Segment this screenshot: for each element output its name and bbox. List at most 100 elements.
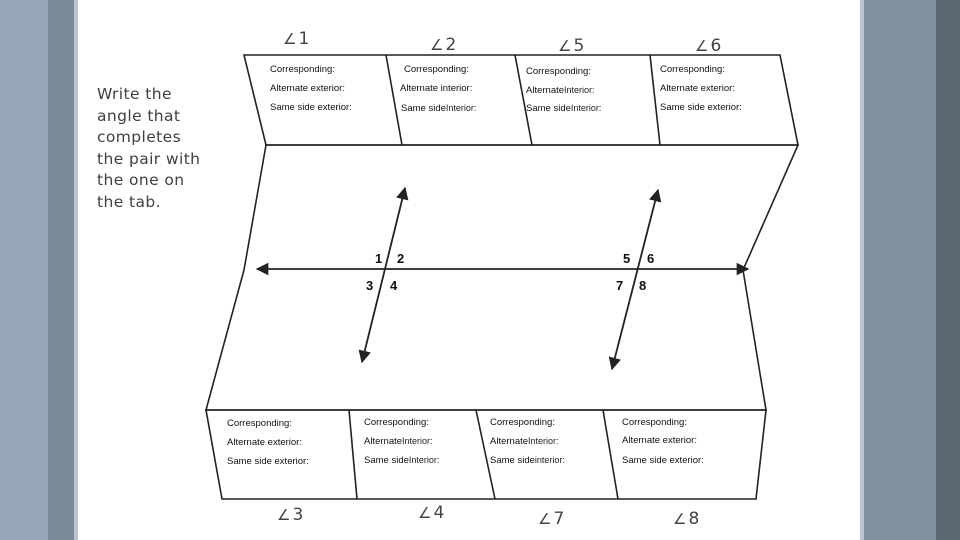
- tab-line-label: Alternate: [526, 85, 565, 96]
- tab-line-fill: Interior:: [408, 455, 440, 465]
- figure-number-4: 4: [390, 278, 398, 293]
- tab-line-label: Corresponding:: [660, 64, 725, 75]
- angle-symbol: ∠: [418, 504, 432, 522]
- bottom-tab-3-line-3: Same side exterior:: [227, 456, 309, 468]
- top-angle-label-1: ∠1: [283, 29, 309, 49]
- angle-number: 5: [573, 36, 585, 56]
- tab-line-fill: Interior:: [570, 103, 602, 113]
- bottom-tab-8-line-2: Alternate exterior:: [622, 435, 697, 447]
- tab-line-label: Same side exterior:: [270, 102, 352, 113]
- tab-line-label: Same side exterior:: [660, 102, 742, 113]
- tab-line-label: Alternate exterior:: [227, 437, 302, 448]
- angle-symbol: ∠: [558, 37, 572, 55]
- tab-line-label: Same side exterior:: [622, 455, 704, 466]
- tab-line-label: Alternate exterior:: [622, 435, 697, 446]
- tab-line-fill: interior:: [534, 455, 565, 465]
- bottom-angle-label-7: ∠7: [538, 509, 564, 529]
- tab-line-label: Alternate: [490, 436, 529, 447]
- tab-line-label: Corresponding:: [526, 66, 591, 77]
- tab-line-label: Same side exterior:: [227, 456, 309, 467]
- instruction-text: Write the angle that completes the pair …: [97, 85, 201, 211]
- tab-line-fill: Interior:: [445, 103, 477, 113]
- angle-number: 6: [710, 36, 722, 56]
- angle-symbol: ∠: [673, 510, 687, 528]
- top-tab-2-line-3: Same sideInterior:: [401, 102, 476, 115]
- main-body-outline: [204, 144, 800, 411]
- bottom-tab-7-line-1: Corresponding:: [490, 417, 555, 429]
- bottom-tab-4-line-2: AlternateInterior:: [364, 435, 433, 448]
- tab-line-label: Same side: [526, 103, 571, 114]
- angle-symbol: ∠: [277, 506, 291, 524]
- figure-number-7: 7: [616, 278, 624, 293]
- bottom-tabs-outline: [205, 409, 767, 500]
- bottom-tab-8-line-1: Corresponding:: [622, 417, 687, 429]
- bottom-tab-4-line-1: Corresponding:: [364, 417, 429, 429]
- top-angle-label-6: ∠6: [695, 36, 721, 56]
- angle-symbol: ∠: [695, 37, 709, 55]
- bottom-angle-label-4: ∠4: [418, 503, 444, 523]
- top-tab-divider-2: [514, 54, 533, 146]
- angle-number: 4: [433, 503, 445, 523]
- left-transversal: [358, 186, 409, 364]
- tab-line-label: Corresponding:: [404, 64, 469, 75]
- top-angle-label-2: ∠2: [430, 35, 456, 55]
- top-tab-6-line-1: Corresponding:: [660, 64, 725, 76]
- tab-line-label: Corresponding:: [622, 417, 687, 428]
- bottom-tab-7-line-2: AlternateInterior:: [490, 435, 559, 448]
- top-tab-5-line-3: Same sideInterior:: [526, 102, 601, 115]
- tab-line-label: Same side: [401, 103, 446, 114]
- angle-symbol: ∠: [283, 30, 297, 48]
- top-tab-6-line-2: Alternate exterior:: [660, 83, 735, 95]
- bottom-angle-label-3: ∠3: [277, 505, 303, 525]
- bottom-tab-3-line-1: Corresponding:: [227, 418, 292, 430]
- top-angle-label-5: ∠5: [558, 36, 584, 56]
- right-transversal: [608, 188, 662, 371]
- tab-line-label: Corresponding:: [227, 418, 292, 429]
- angle-number: 3: [292, 505, 304, 525]
- bottom-tab-3-line-2: Alternate exterior:: [227, 437, 302, 449]
- tab-line-label: Alternate exterior:: [660, 83, 735, 94]
- angle-number: 8: [688, 509, 700, 529]
- right-band-dark: [936, 0, 960, 540]
- bottom-angle-label-8: ∠8: [673, 509, 699, 529]
- tab-line-label: Same side: [490, 455, 535, 466]
- top-tab-2-line-2: Alternate interior:: [400, 83, 472, 95]
- right-band-mid: [864, 0, 936, 540]
- tab-line-fill: Interior:: [564, 85, 595, 95]
- top-tab-2-line-1: Corresponding:: [404, 64, 469, 76]
- bottom-tab-4-line-3: Same sideInterior:: [364, 454, 439, 467]
- bottom-tab-7-line-3: Same sideinterior:: [490, 454, 565, 467]
- left-band-light: [0, 0, 48, 540]
- top-tab-1-line-1: Corresponding:: [270, 64, 335, 76]
- angle-symbol: ∠: [430, 36, 444, 54]
- bottom-tab-divider-2: [475, 409, 496, 500]
- angle-symbol: ∠: [538, 510, 552, 528]
- figure-number-1: 1: [375, 251, 383, 266]
- figure-number-2: 2: [397, 251, 405, 266]
- tab-line-fill: Interior:: [402, 436, 433, 446]
- bottom-tab-8-line-3: Same side exterior:: [622, 455, 704, 467]
- bottom-tab-divider-1: [348, 409, 358, 500]
- angle-number: 2: [445, 35, 457, 55]
- top-tab-1-line-2: Alternate exterior:: [270, 83, 345, 95]
- top-tab-5-line-2: AlternateInterior:: [526, 84, 595, 97]
- top-tab-divider-3: [649, 54, 661, 146]
- tab-line-label: Same side: [364, 455, 409, 466]
- tab-line-label: Corresponding:: [270, 64, 335, 75]
- right-band-edge: [860, 0, 864, 540]
- top-tab-6-line-3: Same side exterior:: [660, 102, 742, 114]
- angle-number: 7: [553, 509, 565, 529]
- figure-number-5: 5: [623, 251, 631, 266]
- left-band-edge: [74, 0, 78, 540]
- figure-number-8: 8: [639, 278, 647, 293]
- top-tab-5-line-1: Corresponding:: [526, 66, 591, 78]
- tab-line-label: Alternate exterior:: [270, 83, 345, 94]
- tab-line-label: Alternate: [364, 436, 403, 447]
- tab-line-label: Corresponding:: [364, 417, 429, 428]
- tab-line-label: Alternate interior:: [400, 83, 473, 94]
- tab-line-label: Corresponding:: [490, 417, 555, 428]
- tab-line-fill: Interior:: [528, 436, 559, 446]
- figure-number-3: 3: [366, 278, 374, 293]
